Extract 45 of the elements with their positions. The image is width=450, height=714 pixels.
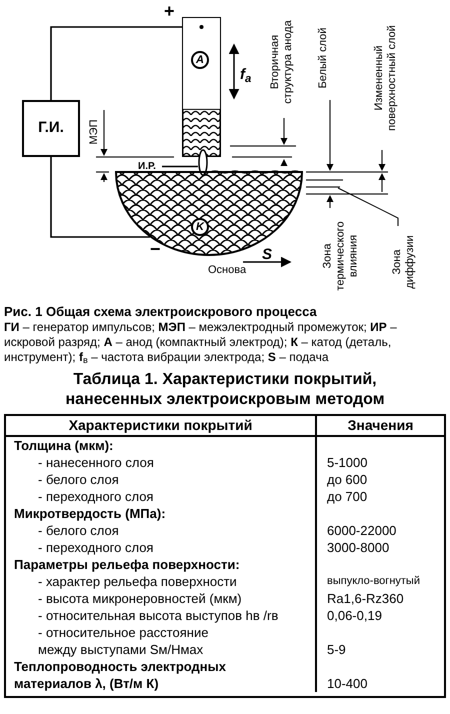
table-cell: 3000-8000 [327,539,390,556]
table-cell-text: - нанесенного слоя [38,454,155,471]
table-cell-text: выпукло-вогнутый [327,574,420,589]
table-cell: 6000-22000 [327,522,396,539]
gap-label: МЭП [86,120,101,144]
table-cell: до 600 [327,471,368,488]
generator-box: Г.И. [22,100,80,157]
leader-line [162,166,198,168]
anode-electrode [182,17,221,157]
layer-label: Измененный поверхностный слой [373,24,399,133]
table-cell-text: - относительное расстояние между выступами Sм/Hмах [38,624,210,658]
table-title: Таблица 1. Характеристики покрытий, нанесенных электроискровым методом [64,370,386,410]
table-cell: 0,06-0,19 [327,607,382,624]
table-cell-text: Теплопроводность электродных материалов λ, (Вт/м К) [14,658,227,692]
table-cell: 5-9 [327,641,346,658]
table-cell-text: - переходного слоя [38,539,154,556]
table-cell: Толщина (мкм): [6,437,317,454]
frequency-label: f$_{a}$ [240,65,252,86]
layer-label: Вторичная структура анода [269,19,295,106]
table-cell-text: - относительная высота выступов hв /rв [38,607,280,624]
table-cell-text: - характер рельефа поверхности [38,573,238,590]
table-cell-text: - белого слоя [38,471,120,488]
table-cell-text: - белого слоя [38,522,120,539]
table-cell: Микротвердость (МПа): [6,505,317,522]
spark-label: И.Р. [138,162,162,171]
column-header: Значения [346,416,414,435]
table-cell: до 700 [327,488,368,505]
table-cell: 5-1000 [327,454,368,471]
table-cell-text: - переходного слоя [38,488,154,505]
table-cell-text: - высота микронеровностей (мкм) [38,590,243,607]
feed-label: S [262,245,272,265]
table-cell: Параметры рельефа поверхности: [6,556,317,573]
base-label: Основа [208,263,246,278]
zone-label: Зона диффузии [391,234,417,291]
polarity-sign: − [150,240,161,258]
column-header: Характеристики покрытий [6,416,317,435]
caption-text: ГИ – генератор импульсов; МЭП – межэлектродный промежуток; ИР – искровой разряд; А – анод (компактный электрод); К – катод (деталь, инструмент); f$_{в}$ – частота вибрации электрода; S – подача [4,320,398,365]
wire [50,26,182,100]
layer-label: Белый слой [316,28,330,88]
wire [50,157,150,238]
figure-caption: Рис. 1 Общая схема электроискрового процесса [4,304,318,320]
polarity-sign: + [164,2,175,20]
table-cell: Ra1,6-Rz360 [327,590,404,607]
table-cell: 10-400 [327,675,368,692]
zone-label: Зона термического влияния [322,220,360,293]
